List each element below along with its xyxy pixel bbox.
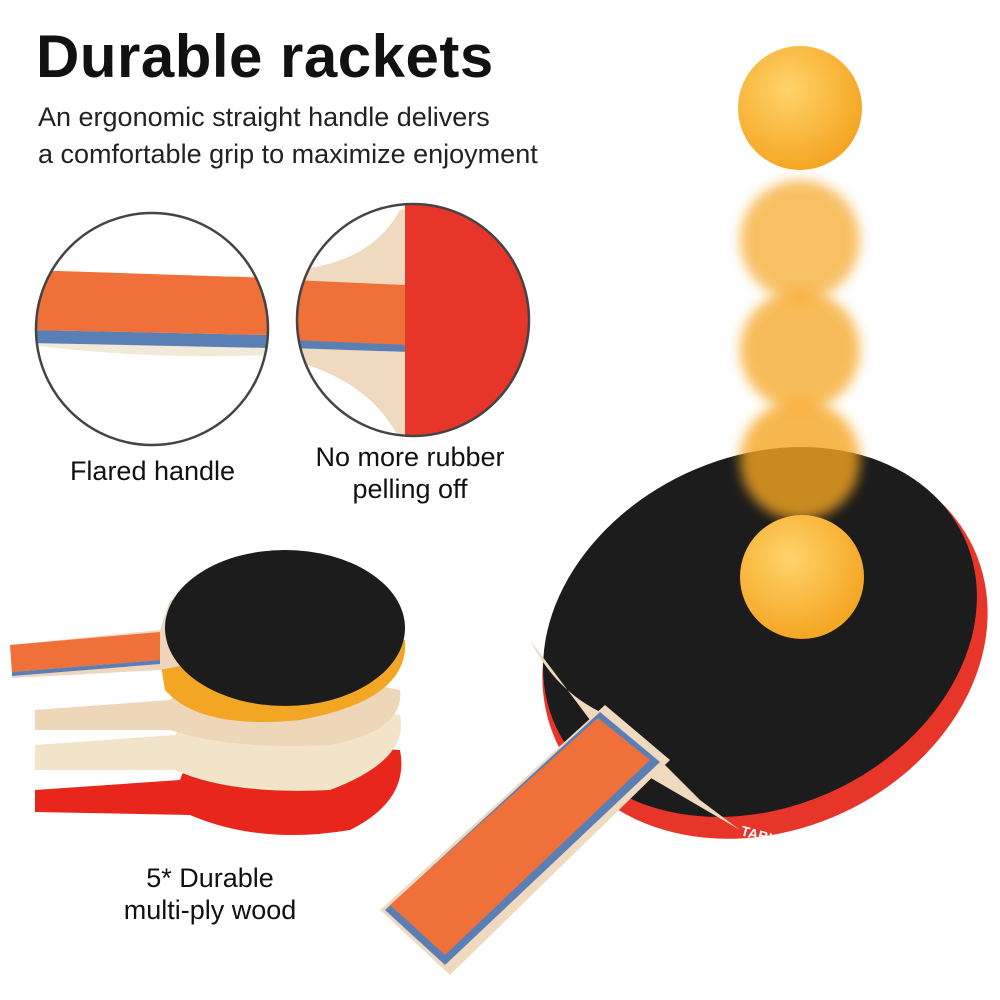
- multi-ply-layers: [10, 550, 406, 835]
- feature-label: multi-ply wood: [123, 895, 297, 925]
- rubber-edge-closeup: [295, 202, 531, 438]
- feature-label: pelling off: [352, 474, 468, 504]
- ball-on-racket: [740, 515, 864, 639]
- feature-rubber: No more rubber pelling off: [285, 441, 535, 505]
- feature-multi-ply: 5* Durable multi-ply wood: [90, 862, 330, 926]
- ball-top: [738, 46, 862, 170]
- flared-handle-closeup: [34, 211, 270, 447]
- subtitle-line-1: An ergonomic straight handle delivers: [38, 102, 490, 132]
- headline: Durable rackets: [36, 23, 494, 90]
- feature-flared-handle: Flared handle: [40, 455, 265, 487]
- subtitle-line-2: a comfortable grip to maximize enjoyment: [38, 139, 538, 169]
- racket: TABLE TE: [380, 447, 988, 975]
- bouncing-balls: [738, 46, 864, 639]
- feature-label: 5* Durable: [146, 863, 274, 893]
- feature-label: No more rubber: [315, 442, 505, 472]
- feature-label: Flared handle: [69, 456, 236, 486]
